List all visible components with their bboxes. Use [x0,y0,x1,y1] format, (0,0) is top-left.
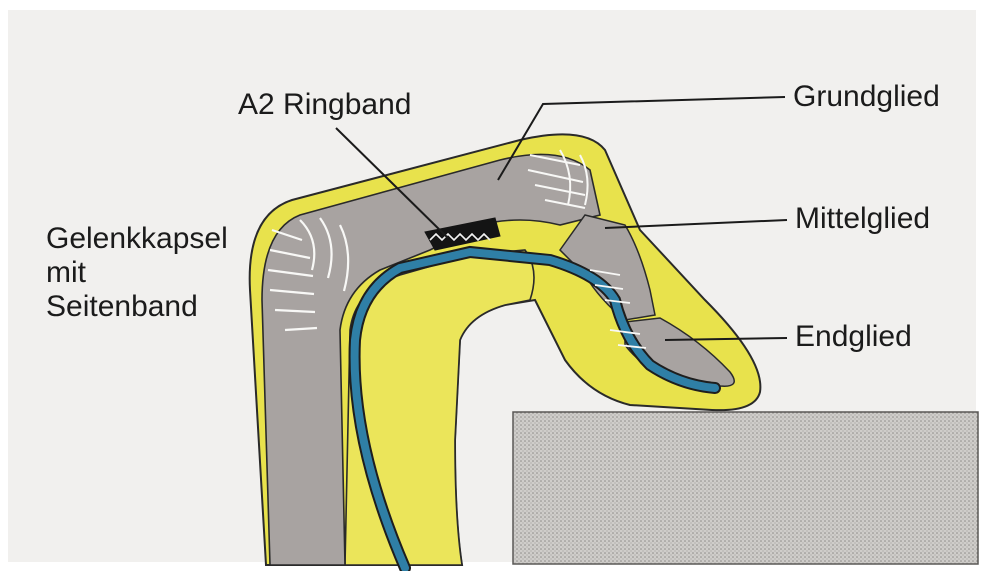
label-mittelglied-text: Mittelglied [795,202,930,235]
label-gelenkkapsel-line-1: Gelenkkapsel [46,222,228,256]
label-gelenkkapsel: Gelenkkapsel mit Seitenband [46,222,228,324]
label-grundglied: Grundglied [793,80,940,114]
label-grundglied-text: Grundglied [793,80,940,113]
label-a2-text: A2 Ringband [238,88,411,121]
label-gelenkkapsel-line-3: Seitenband [46,290,228,324]
label-mittelglied: Mittelglied [795,202,930,236]
label-endglied: Endglied [795,320,912,354]
label-gelenkkapsel-line-2: mit [46,256,228,290]
label-endglied-text: Endglied [795,320,912,353]
label-a2-ringband: A2 Ringband [238,88,411,122]
hold-surface [513,412,978,564]
